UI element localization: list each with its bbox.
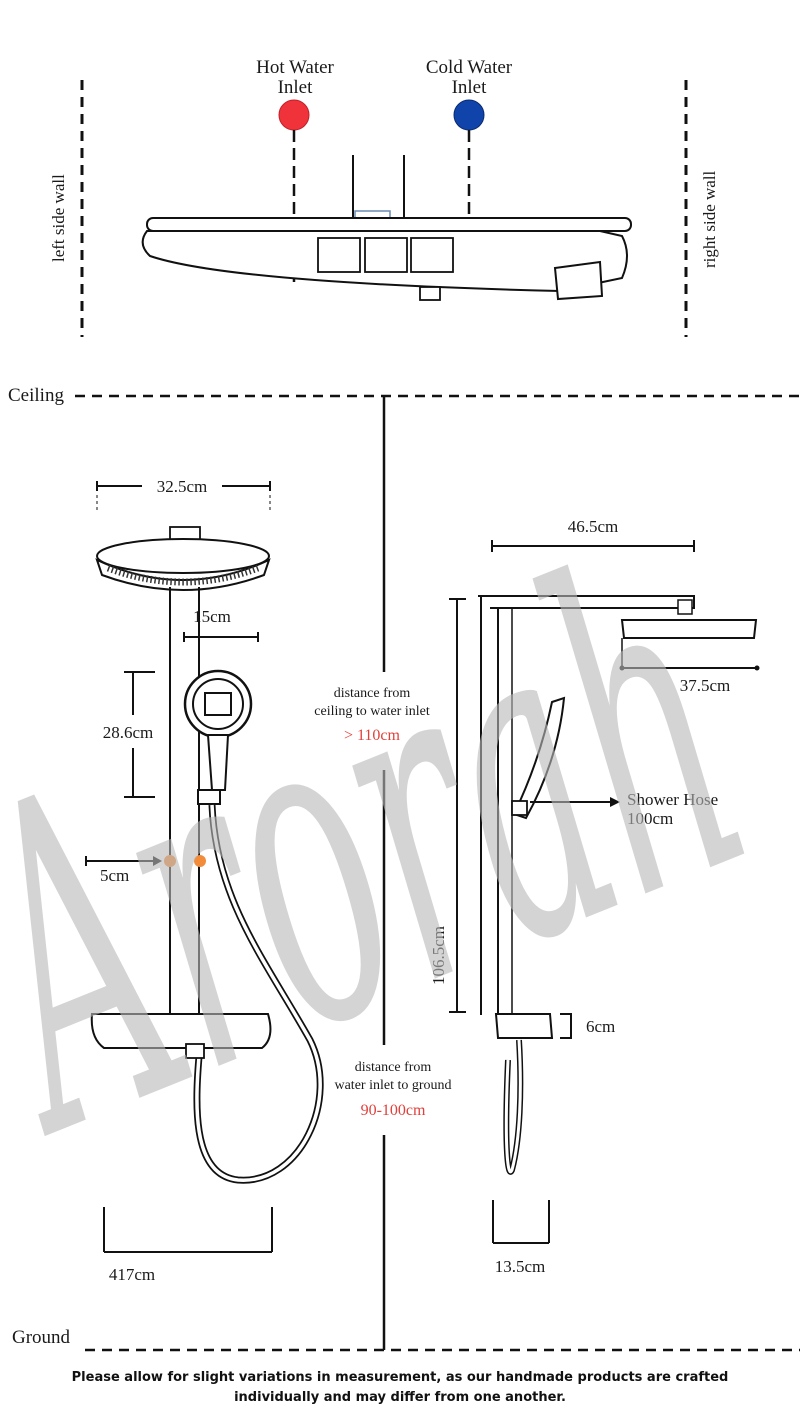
handheld-holder — [197, 789, 221, 805]
hot-inlet-marker — [278, 99, 310, 131]
side-valve — [494, 1013, 554, 1039]
side-view: 46.5cm 37.5cm 106.5cm Shower Hose 100cm … — [429, 517, 760, 1276]
cold-inlet-label: Cold Water — [426, 57, 513, 78]
cold-inlet-label-2: Inlet — [452, 77, 488, 98]
head-depth-end-left — [619, 665, 625, 671]
control-button-2 — [364, 237, 408, 273]
outlet-nub — [419, 286, 441, 301]
column-height-label: 106.5cm — [429, 926, 448, 985]
center-notes: distance from ceiling to water inlet > 1… — [314, 686, 451, 1119]
ceiling-distance-note: distance from — [334, 686, 411, 701]
side-handheld — [512, 696, 566, 820]
front-view: 32.5cm 15cm 28.6cm 5cm — [85, 477, 324, 1284]
hose-callout-arrowhead — [610, 797, 620, 807]
pipe-spacing-label: 5cm — [100, 866, 129, 885]
arm-offset-label: 15cm — [193, 607, 231, 626]
base-width-label: 417cm — [109, 1265, 155, 1284]
valve-height-bracket — [560, 1013, 572, 1039]
hot-inlet-label: Hot Water — [256, 57, 334, 78]
cold-inlet-marker — [453, 99, 485, 131]
hot-inlet-label-2: Inlet — [278, 77, 314, 98]
head-depth-label: 37.5cm — [680, 676, 731, 695]
ceiling-distance-note-2: ceiling to water inlet — [314, 704, 430, 719]
boundaries: Ceiling Ground — [8, 385, 800, 1352]
top-view: left side wall right side wall Hot Water… — [49, 57, 719, 337]
ceiling-distance-value: > 110cm — [344, 727, 401, 744]
shelf-top — [146, 217, 632, 232]
ground-distance-note-2: water inlet to ground — [334, 1078, 451, 1093]
pipe-spacing-arrowhead — [153, 856, 162, 866]
shower-hose-inner — [195, 804, 322, 1182]
shower-head-nozzles — [106, 564, 260, 586]
ground-distance-note: distance from — [355, 1060, 432, 1075]
control-button-1 — [317, 237, 361, 273]
pipe-marker-right — [194, 855, 206, 867]
mixer-outlet — [185, 1043, 205, 1059]
handheld-grip — [206, 734, 230, 791]
mixer-shelf — [90, 1013, 272, 1049]
side-handheld-holder — [511, 800, 528, 816]
hose-label: Shower Hose — [627, 790, 718, 809]
ground-label: Ground — [12, 1327, 71, 1348]
spout — [553, 260, 604, 301]
side-head — [620, 619, 758, 639]
overhead-arm — [478, 595, 695, 609]
head-width-label: 32.5cm — [157, 477, 208, 496]
ground-distance-value: 90-100cm — [361, 1102, 426, 1119]
side-hose-inner — [504, 1039, 522, 1174]
control-button-3 — [410, 237, 454, 273]
riser-bracket — [354, 210, 391, 219]
valve-height-label: 6cm — [586, 1017, 615, 1036]
shower-head-top — [96, 538, 270, 574]
left-wall-label: left side wall — [49, 174, 68, 262]
ceiling-label: Ceiling — [8, 385, 64, 406]
handheld-height-label: 28.6cm — [103, 723, 154, 742]
base-depth-label: 13.5cm — [495, 1257, 546, 1276]
handheld-display — [204, 692, 232, 716]
arm-length-label: 46.5cm — [568, 517, 619, 536]
head-depth-end-right — [754, 665, 760, 671]
hose-length-label: 100cm — [627, 809, 673, 828]
head-mount — [677, 599, 693, 615]
right-wall-label: right side wall — [700, 170, 719, 268]
shower-head-face — [95, 558, 271, 591]
pipe-marker-left — [164, 855, 176, 867]
footnote: Please allow for slight variations in me… — [71, 1370, 729, 1405]
